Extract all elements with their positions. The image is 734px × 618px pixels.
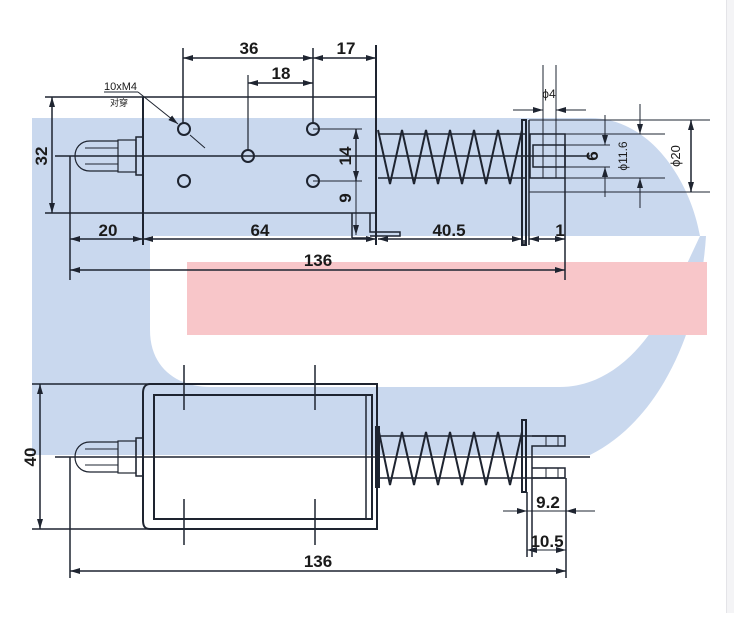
dim-6: 6 <box>583 151 602 160</box>
watermark-blue-left <box>32 262 150 335</box>
dim-phi20: ϕ20 <box>668 145 683 167</box>
watermark-red-band <box>187 262 707 335</box>
dim-32: 32 <box>32 147 51 166</box>
top-view-dimensions <box>49 55 694 273</box>
thread-callout: 10xM4 <box>104 81 137 93</box>
side-view <box>32 365 590 578</box>
mount-hole <box>177 122 191 136</box>
dim-9: 9 <box>336 193 355 202</box>
dim-17: 17 <box>337 39 356 58</box>
dim-14: 14 <box>336 146 355 165</box>
side-view-dimensions <box>37 384 595 574</box>
dim-64: 64 <box>251 221 270 240</box>
mount-hole <box>177 174 191 188</box>
dim-40: 40 <box>21 448 40 467</box>
watermark-blue-arc <box>32 118 706 455</box>
dim-10-5: 10.5 <box>530 532 563 551</box>
dim-phi4: ϕ4 <box>542 87 556 101</box>
top-view-labels: 36 17 18 10xM4 对穿 32 14 9 20 64 40.5 1 1… <box>32 39 683 270</box>
dim-136-top: 136 <box>304 251 332 270</box>
side-view-labels: 40 136 9.2 10.5 <box>21 448 564 571</box>
top-view <box>45 45 710 280</box>
dim-phi11-6: ϕ11.6 <box>616 141 630 171</box>
dim-18: 18 <box>272 64 291 83</box>
thread-note: 对穿 <box>110 97 128 108</box>
dim-20: 20 <box>99 221 118 240</box>
dim-36: 36 <box>240 39 259 58</box>
dim-9-2: 9.2 <box>536 493 560 512</box>
right-scroll-strip <box>726 0 734 613</box>
dim-40-5: 40.5 <box>432 221 465 240</box>
watermark-logo <box>32 118 707 455</box>
dim-136-side: 136 <box>304 552 332 571</box>
dim-1: 1 <box>555 221 564 240</box>
